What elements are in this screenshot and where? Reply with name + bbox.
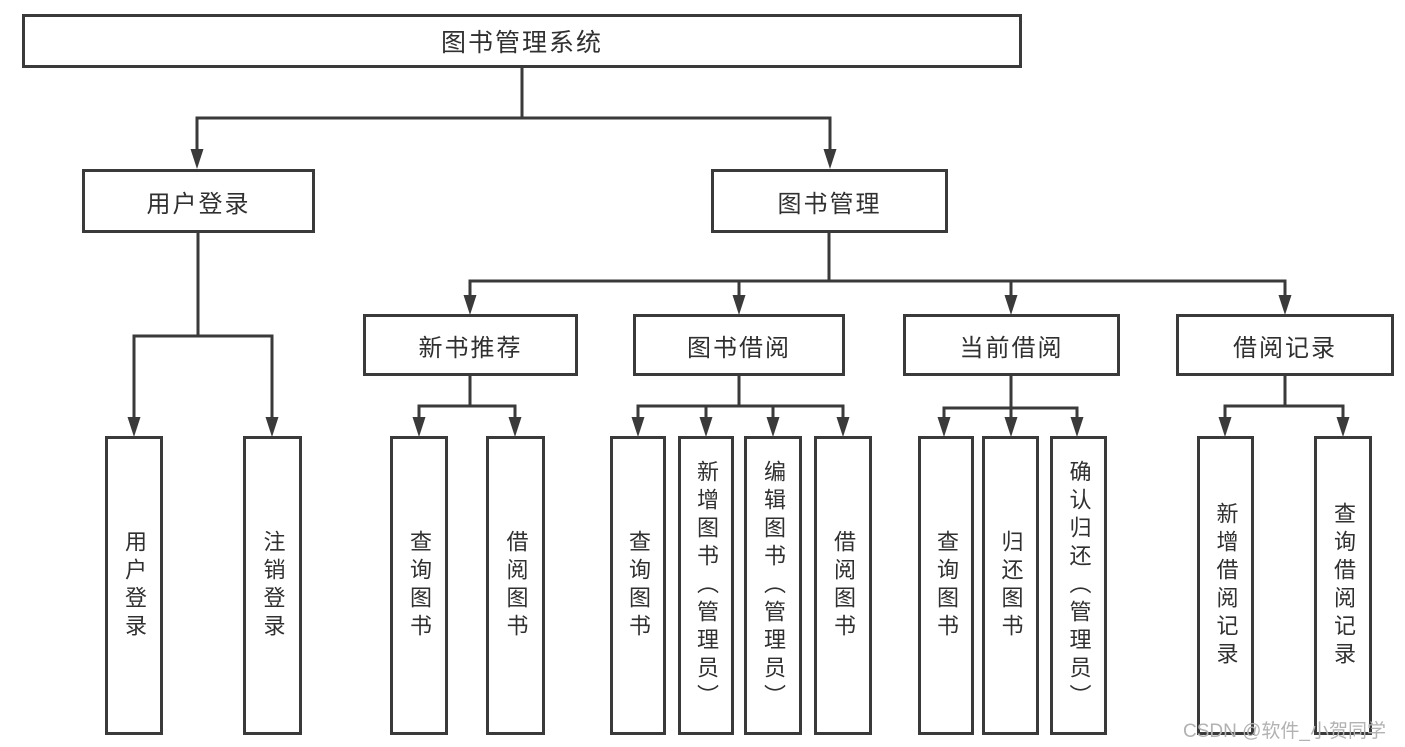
node-label: 借阅图书 [831,529,856,642]
node-user-login-branch: 用户登录 [82,169,315,233]
node-label: 注销登录 [260,529,286,642]
node-label: 图书管理系统 [440,29,603,57]
leaf-query-borrow-record: 查询借阅记录 [1314,436,1372,735]
node-label: 查询图书 [407,529,432,642]
leaf-edit-book-admin: 编辑图书（管理员） [744,436,802,735]
leaf-query-books-borrowing: 查询图书 [610,436,666,735]
leaf-borrow-books-borrowing: 借阅图书 [814,436,872,735]
node-book-borrowing: 图书借阅 [633,314,845,376]
node-label: 图书借阅 [687,334,791,362]
leaf-confirm-return-admin: 确认归还（管理员） [1050,436,1107,735]
leaf-logout: 注销登录 [243,436,302,735]
leaf-add-book-admin: 新增图书（管理员） [678,436,734,735]
leaf-user-login: 用户登录 [105,436,163,735]
node-label: 用户登录 [122,529,147,642]
node-label: 当前借阅 [959,334,1064,362]
node-label: 查询图书 [626,529,651,642]
node-book-management: 图书管理 [711,169,948,233]
node-label: 新书推荐 [418,334,523,362]
node-label: 查询图书 [934,529,959,642]
leaf-query-books-current: 查询图书 [918,436,974,735]
node-label: 用户登录 [146,190,251,218]
node-label: 借阅图书 [503,529,529,642]
node-root: 图书管理系统 [22,14,1022,68]
node-label: 新增借阅记录 [1213,501,1239,670]
node-new-book-recommend: 新书推荐 [363,314,578,376]
node-label: 查询借阅记录 [1331,501,1356,670]
leaf-query-books-recommend: 查询图书 [390,436,448,735]
node-current-borrowing: 当前借阅 [903,314,1120,376]
node-label: 归还图书 [998,529,1024,642]
leaf-borrow-books-recommend: 借阅图书 [486,436,545,735]
node-label: 新增图书（管理员） [694,459,719,712]
node-label: 借阅记录 [1233,334,1337,362]
node-label: 编辑图书（管理员） [761,459,786,712]
leaf-return-book: 归还图书 [982,436,1039,735]
node-label: 确认归还（管理员） [1066,459,1092,712]
node-label: 图书管理 [777,190,882,218]
csdn-watermark: CSDN @软件_小贺同学 [1183,721,1386,742]
node-borrowing-records: 借阅记录 [1176,314,1394,376]
leaf-add-borrow-record: 新增借阅记录 [1197,436,1254,735]
